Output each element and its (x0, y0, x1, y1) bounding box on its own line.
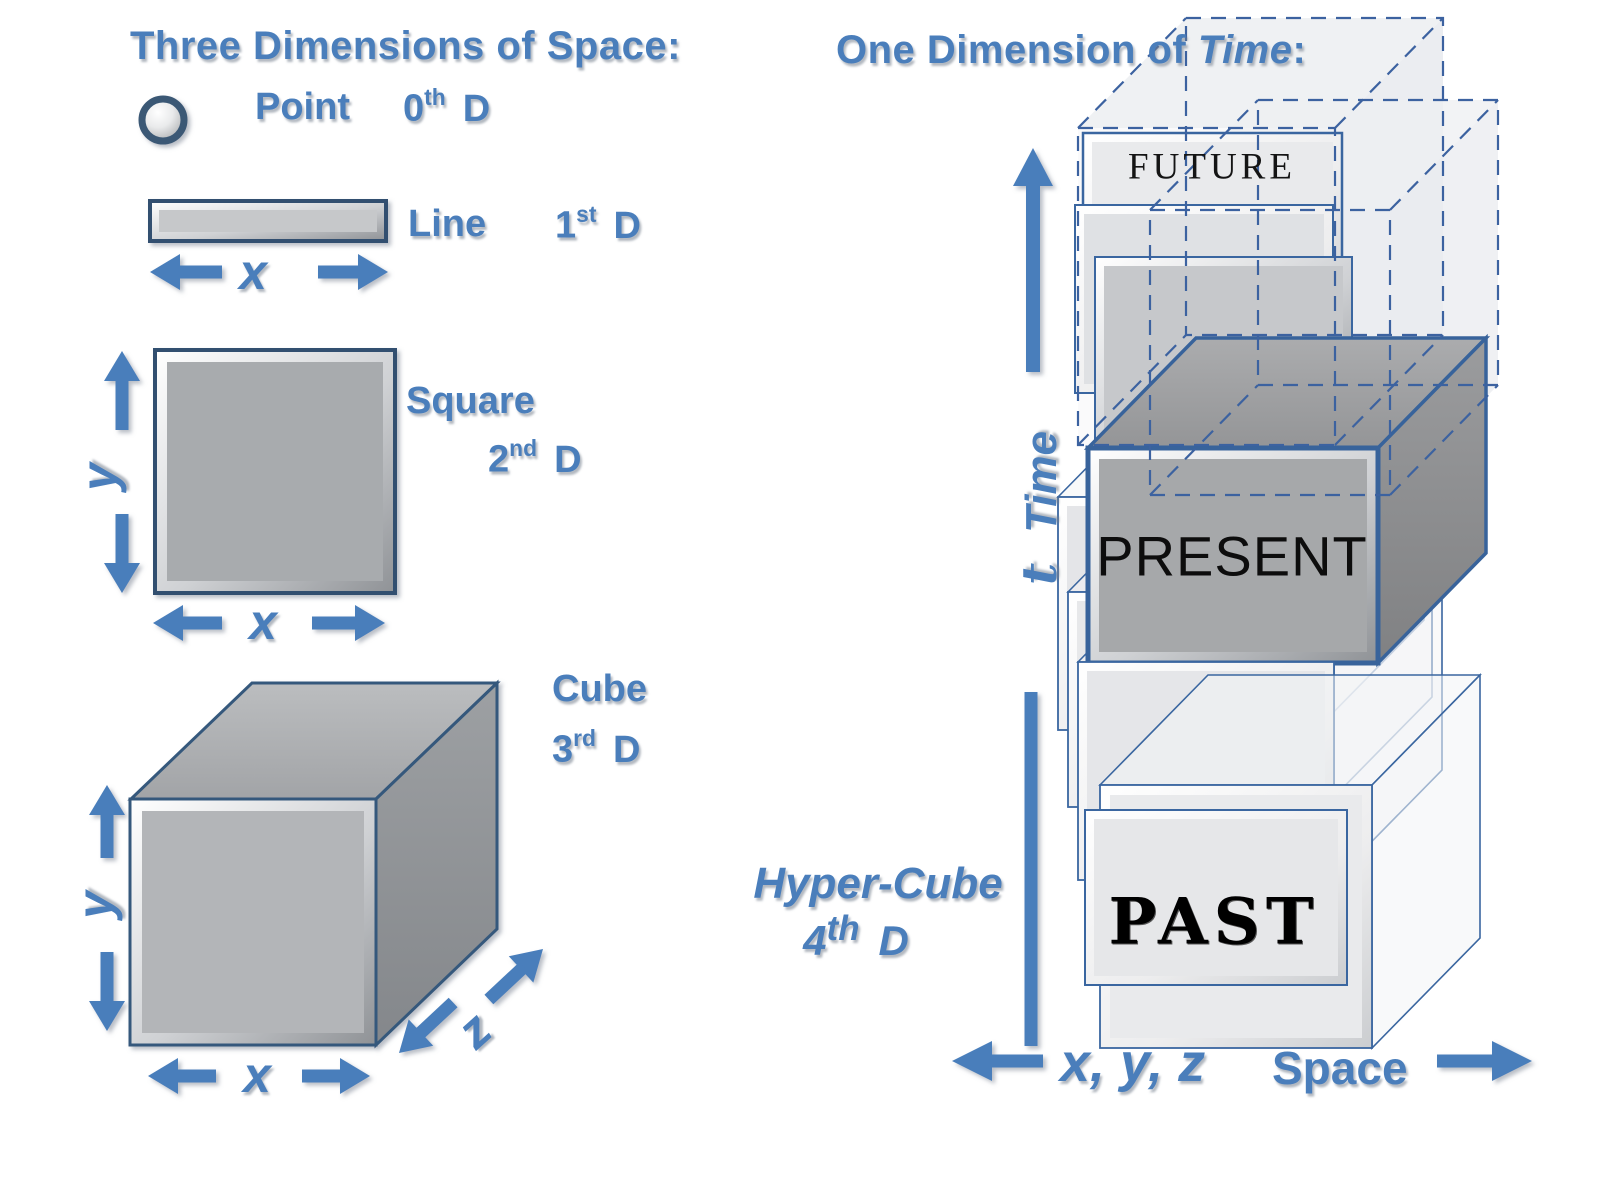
space-axis-arrows (952, 1041, 1532, 1081)
space-axis-coords: x, y, z (1060, 1033, 1206, 1093)
line-bar (148, 199, 388, 243)
future-label: FUTURE (1128, 146, 1296, 188)
cube-y-axis-arrows (89, 785, 125, 1031)
square-x-label: x (249, 594, 277, 650)
line-x-label: x (239, 244, 267, 300)
line-x-axis-arrows (150, 254, 388, 290)
square-x-axis-arrows (153, 605, 385, 641)
present-label: PRESENT (1096, 524, 1368, 588)
cube-z-axis-arrows (399, 949, 543, 1053)
point-label: Point (255, 86, 350, 128)
cube-x-axis-arrows (148, 1058, 370, 1094)
square-shape (153, 348, 397, 595)
square-label: Square (406, 380, 535, 422)
cube-label: Cube (552, 668, 647, 710)
past-slab-label-box (1084, 809, 1348, 986)
line-label: Line (408, 203, 487, 245)
time-axis-arrow (1013, 148, 1053, 1046)
point-sphere (138, 95, 188, 145)
square-y-axis-arrows (104, 351, 140, 593)
square-y-label: y (71, 463, 127, 491)
time-axis-label: tTime (1012, 430, 1068, 586)
space-axis-label: Space (1272, 1042, 1408, 1094)
cube-y-label: y (67, 891, 123, 919)
left-title: Three Dimensions of Space: (130, 24, 681, 68)
hypercube-label: Hyper-Cube (753, 859, 1003, 908)
past-label: PAST (1108, 884, 1320, 960)
future-dashed-wireframes (1076, 16, 1500, 497)
cube-x-label: x (243, 1047, 271, 1103)
right-title: One Dimension of Time: (836, 28, 1307, 72)
cube-shape (127, 679, 501, 1049)
present-box (1083, 333, 1491, 668)
